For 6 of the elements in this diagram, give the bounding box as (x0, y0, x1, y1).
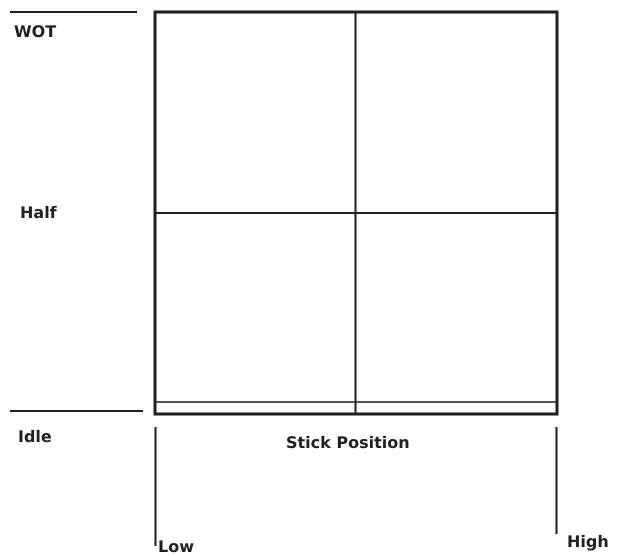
axis-label: High (567, 534, 609, 550)
axis-label: Half (20, 205, 57, 221)
axis-label: Idle (18, 429, 52, 445)
axis-label: Stick Position (286, 435, 410, 451)
axis-label: Low (158, 539, 194, 555)
axis-label: WOT (14, 24, 56, 40)
